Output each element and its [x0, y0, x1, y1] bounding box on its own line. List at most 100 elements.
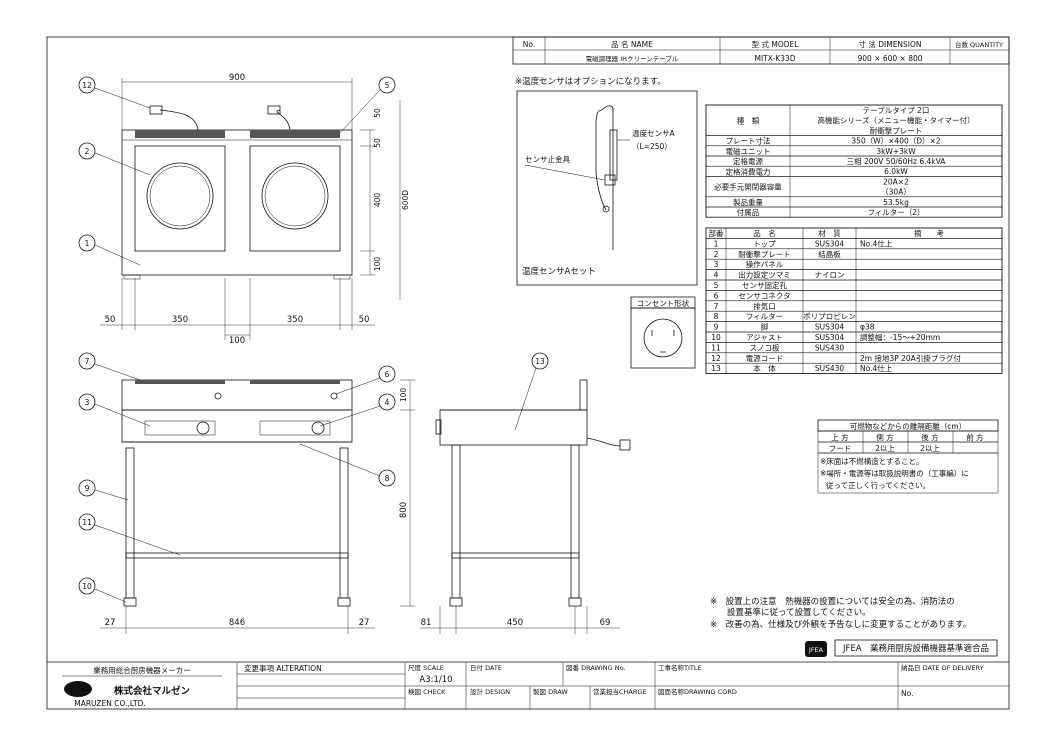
dim-height-50a: 50 [373, 108, 382, 118]
jfea-mark: JFEA [808, 646, 824, 654]
outlet-label: コンセント形状 [637, 298, 690, 308]
parts-cell: 9 [714, 323, 719, 332]
spec-key: プレート寸法 [726, 136, 771, 146]
parts-cell: 2 [714, 250, 719, 259]
parts-cell: 耐衝撃プレート [738, 249, 791, 259]
clearance-col-front: 前 方 [966, 432, 984, 442]
title-block: 業務用総合厨房機器メーカー 株式会社マルゼン MARUZEN CO.,LTD. … [47, 661, 1009, 709]
parts-cell: No.4仕上 [860, 363, 893, 373]
clearance-note-2: ※場所・電源等は取扱説明書の（工事編）に [820, 468, 969, 478]
parts-cell: φ38 [860, 323, 875, 332]
callout-10: 10 [82, 582, 92, 591]
parts-cell: 調整幅：-15～+20mm [860, 332, 940, 342]
parts-header-cell: 品 名 [753, 228, 776, 238]
jfea-logo-icon [805, 641, 827, 657]
parts-cell: No.4仕上 [860, 238, 893, 248]
spec-key: 種 類 [737, 115, 760, 125]
dim-27-left: 27 [105, 618, 116, 628]
plug-icon-right [267, 105, 281, 115]
top-view: 900 50 50 400 100 600D [78, 73, 410, 346]
parts-cell: 6 [714, 291, 719, 300]
dim-height-100: 100 [373, 257, 382, 272]
check-label: 検図 CHECK [408, 687, 446, 696]
parts-cell: 3 [714, 260, 719, 269]
header-dimension: 寸 法 DIMENSION [858, 39, 921, 49]
outlet-icon [643, 318, 683, 358]
spec-value: 高機能シリーズ（メニュー機能・タイマー付） [817, 115, 974, 125]
parts-header-cell: 部番 [709, 228, 724, 238]
parts-cell: 5 [714, 281, 719, 290]
header-model: 型 式 MODEL [752, 39, 800, 49]
spec-key: 電磁ユニット [726, 146, 771, 156]
dim-350-right: 350 [287, 315, 303, 325]
maker-category: 業務用総合厨房機器メーカー [93, 665, 191, 675]
header-name-value: 電磁調理器 IHクリーンテーブル [586, 54, 679, 63]
dim-height-50b: 50 [373, 138, 382, 148]
clearance-col-side: 側 方 [876, 432, 894, 442]
dim-height-400: 400 [373, 193, 382, 208]
dim-81: 81 [421, 618, 432, 628]
spec-value: 20A×2 [883, 177, 909, 186]
parts-cell: 本 体 [753, 363, 776, 373]
sensor-section: ※温度センサはオプションになります。 温度センサA （L=250） センサ止金具… [515, 76, 698, 286]
jfea-block: JFEA JFEA 業務用厨房設備機器基準適合品 [805, 639, 998, 657]
parts-cell: ナイロン [815, 271, 845, 280]
callout-3: 3 [85, 398, 90, 407]
dim-50-left: 50 [105, 315, 116, 325]
dim-elev-100: 100 [399, 388, 408, 403]
sensor-set-label: 温度センサAセット [522, 266, 596, 277]
dim-846: 846 [229, 618, 245, 628]
footnotes: ※ 設置上の注意 熱機器の設置については安全の為、消防法の 設置基準に従って設置… [710, 596, 971, 630]
clearance-note-3: 従って正しく行ってください。 [826, 480, 930, 490]
clearance-note-1: ※床面は不燃構造とすること。 [820, 456, 924, 466]
callout-8: 8 [385, 474, 390, 483]
parts-cell: 11 [711, 343, 721, 352]
parts-cell: 結晶板 [818, 249, 841, 259]
parts-cell: 4 [714, 271, 719, 280]
spec-key: 定格消費電力 [726, 166, 771, 176]
outlet-section: コンセント形状 [630, 296, 696, 369]
clearance-col-up: 上 方 [831, 432, 849, 442]
footnote-3: ※ 改善の為、仕様及び外観を予告なしに変更することがあります。 [710, 619, 971, 630]
header-table: No. 品 名 NAME 型 式 MODEL 寸 法 DIMENSION 台数 … [512, 36, 1010, 65]
delivery-label: 納品日 DATE OF DELIVERY [901, 663, 984, 672]
design-label: 設計 DESIGN [470, 687, 510, 696]
cord-label: 図面名称DRAWING CORD [658, 687, 737, 696]
parts-cell: ポリプロピレン [803, 312, 856, 321]
spec-value: 耐衝撃プレート [870, 125, 923, 135]
dim-69: 69 [600, 618, 611, 628]
spec-value: 3kW+3kW [876, 147, 916, 156]
footnote-2: 設置基準に従って設置してください。 [710, 607, 871, 618]
parts-cell: 排気口 [753, 301, 776, 311]
footnote-1: ※ 設置上の注意 熱機器の設置については安全の為、消防法の [710, 596, 955, 607]
jfea-text: JFEA 業務用厨房設備機器基準適合品 [842, 643, 989, 654]
dim-27-right: 27 [359, 618, 370, 628]
dim-450: 450 [507, 618, 523, 628]
header-no: No. [523, 40, 535, 49]
sensor-fixture: センサ止金具 [525, 154, 570, 164]
callout-6: 6 [385, 370, 390, 379]
drawing-no-label: 図番 DRAWING No. [566, 664, 626, 672]
alteration-label: 変更事項 ALTERATION [244, 663, 322, 673]
scale-label: 尺度 SCALE [408, 663, 444, 672]
parts-cell: SUS304 [815, 333, 845, 342]
clearance-table: 可燃物などからの離隔距離（cm） 上 方 側 方 後 方 前 方 フード 2以上… [817, 419, 999, 494]
callout-9: 9 [85, 484, 90, 493]
spec-key: 必要手元開閉器容量 [714, 182, 782, 192]
callout-13: 13 [535, 357, 545, 366]
parts-cell: 8 [714, 312, 719, 321]
side-view: 13 81 450 69 [420, 352, 631, 634]
maker-english: MARUZEN CO.,LTD. [74, 699, 146, 708]
parts-header-cell: 摘 考 [914, 228, 944, 238]
draw-label: 製図 DRAW [533, 687, 568, 696]
spec-value: フィルター（2） [867, 208, 924, 217]
spec-value: （30A） [881, 188, 911, 197]
spec-key: 定格電源 [733, 156, 763, 166]
header-name: 品 名 NAME [611, 39, 653, 49]
spec-value: 6.0kW [884, 167, 908, 176]
parts-cell: SUS430 [815, 364, 845, 373]
dim-depth-600d: 600D [401, 190, 410, 210]
dim-gap-100: 100 [229, 336, 245, 346]
